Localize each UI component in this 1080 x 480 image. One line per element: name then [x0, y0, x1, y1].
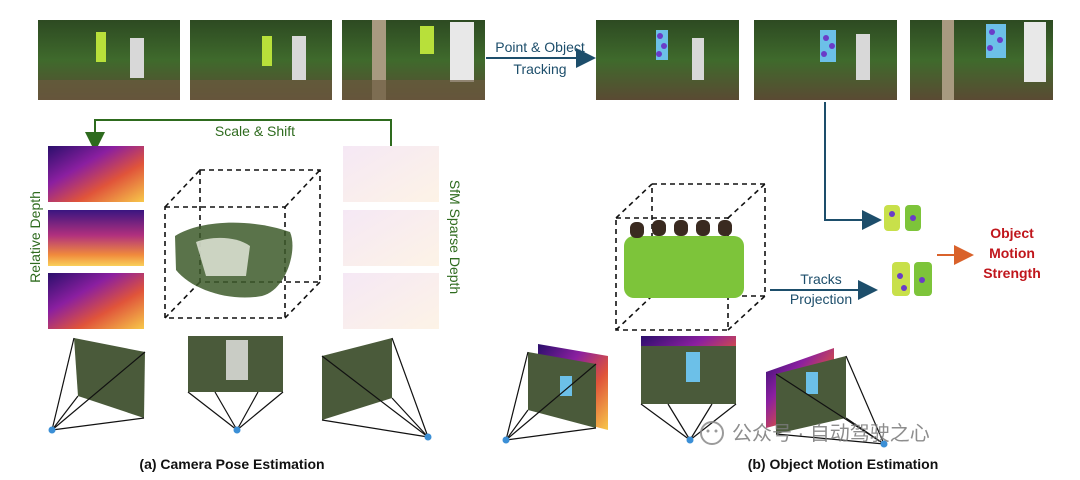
object-crop-bottom	[892, 262, 932, 296]
watermark-text: 公众号 · 自动驾驶之心	[732, 422, 930, 445]
scale-shift-label: Scale & Shift	[215, 123, 295, 139]
camera-frustums-right	[502, 336, 888, 448]
watermark: 公众号 · 自动驾驶之心	[700, 421, 930, 445]
sfm-sparse-depth-maps: SfM Sparse Depth	[343, 146, 463, 329]
sfm-sparse-depth-label: SfM Sparse Depth	[447, 180, 463, 294]
tracking-arrow: Point & Object Tracking	[486, 39, 596, 77]
camera-center-dot	[880, 440, 888, 448]
camera-center-dot	[233, 426, 241, 434]
relative-depth-maps: Relative Depth	[27, 146, 144, 329]
camera-center-dot	[48, 426, 56, 434]
tracks-projection-label-1: Tracks	[800, 271, 841, 287]
object-crop-top	[884, 205, 921, 231]
camera-frustum-1	[48, 337, 146, 434]
camera-frustums-left	[48, 336, 432, 441]
tracks-projection-arrow: Tracks Projection	[770, 271, 878, 307]
object-motion-strength-label: Object Motion Strength	[983, 225, 1041, 281]
point-object-tracking-label-2: Tracking	[513, 61, 566, 77]
input-frame-2	[190, 20, 332, 100]
tracks-projection-label-2: Projection	[790, 291, 852, 307]
wechat-icon	[700, 421, 724, 445]
object-crops	[884, 205, 932, 296]
tracked-frame-3	[910, 20, 1053, 100]
camera-center-dot	[424, 433, 432, 441]
input-frames-left	[38, 20, 485, 100]
tracked-frame-1	[596, 20, 739, 100]
point-cloud-cube	[164, 169, 321, 319]
object-motion-strength-line-2: Motion	[989, 245, 1035, 261]
tracked-to-objects-arrow	[824, 102, 882, 230]
camera-frustum-b3	[766, 348, 888, 448]
object-motion-cube	[615, 183, 766, 331]
input-frame-1	[38, 20, 180, 100]
camera-center-dot	[686, 436, 694, 444]
relative-depth-label: Relative Depth	[27, 191, 43, 283]
point-object-tracking-label-1: Point & Object	[495, 39, 585, 55]
camera-frustum-2	[187, 336, 284, 434]
scale-shift-arrow: Scale & Shift	[85, 119, 392, 152]
camera-frustum-b1	[502, 344, 608, 444]
camera-frustum-3	[321, 337, 432, 441]
caption-camera-pose: (a) Camera Pose Estimation	[139, 456, 324, 472]
object-motion-strength-line-1: Object	[990, 225, 1034, 241]
caption-object-motion: (b) Object Motion Estimation	[748, 456, 939, 472]
camera-frustum-b2	[640, 336, 737, 444]
tracked-frame-2	[754, 20, 897, 100]
camera-center-dot	[502, 436, 510, 444]
tracked-frames-right	[596, 20, 1053, 100]
input-frame-3	[342, 20, 485, 100]
object-motion-strength-line-3: Strength	[983, 265, 1041, 281]
